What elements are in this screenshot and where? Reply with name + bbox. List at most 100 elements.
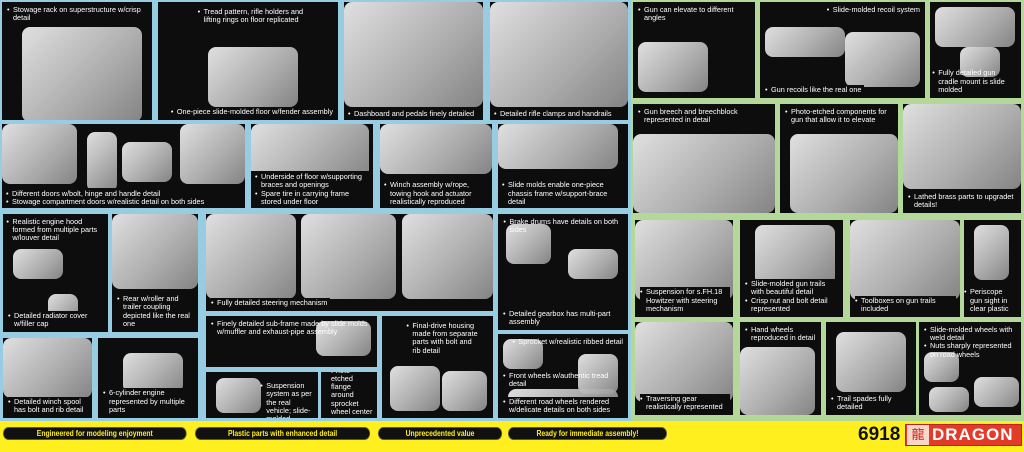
feature-bullet: One-piece slide-molded floor w/fender as… <box>171 107 333 116</box>
model-part-image <box>638 42 708 92</box>
feature-caption: Toolboxes on gun trails included <box>855 295 957 314</box>
model-part-image <box>123 353 183 393</box>
feature-bullet: Suspension system as per the real vehicl… <box>260 382 314 418</box>
feature-panel: Finely detailed sub-frame made by slide … <box>206 316 377 367</box>
feature-caption: Winch assembly w/rope, towing hook and a… <box>380 179 492 208</box>
feature-panel: Hand wheels reproduced in detail <box>740 322 821 415</box>
feature-caption: Hand wheels reproduced in detail <box>745 325 820 342</box>
feature-caption: Front wheels w/authentic tread detail <box>503 371 623 388</box>
model-part-image <box>251 124 369 179</box>
model-part-image <box>344 2 483 107</box>
feature-bullet: Toolboxes on gun trails included <box>855 296 953 313</box>
model-part-image <box>498 124 618 169</box>
feature-caption: Realistic engine hood formed from multip… <box>6 217 103 243</box>
model-part-image <box>87 132 117 192</box>
feature-caption: Sprocket w/realistic ribbed detail <box>512 337 623 346</box>
feature-bullet: Periscope gun sight in clear plastic <box>964 288 1016 313</box>
feature-bullet: Photo-etched components for gun that all… <box>785 107 894 124</box>
feature-caption: Photo-etched flange around sprocket whee… <box>321 372 377 418</box>
feature-caption: Different doors w/bolt, hinge and handle… <box>2 187 245 208</box>
model-part-image <box>180 124 245 184</box>
feature-bullet: Winch assembly w/rope, towing hook and a… <box>384 181 488 206</box>
feature-caption: Different road wheels rendered w/delicat… <box>503 396 623 415</box>
feature-caption: Slide-molded wheels with weld detailNuts… <box>924 325 1018 359</box>
model-part-image <box>490 2 628 107</box>
feature-bullet: Realistic engine hood formed from multip… <box>6 217 103 243</box>
feature-bullet: Slide molds enable one-piece chassis fra… <box>502 181 624 206</box>
feature-caption: Dashboard and pedals finely detailed <box>344 107 483 120</box>
feature-caption: Slide molds enable one-piece chassis fra… <box>498 179 628 208</box>
feature-caption: One-piece slide-molded floor w/fender as… <box>171 107 333 116</box>
feature-panel: Slide-molded recoil systemGun recoils li… <box>760 2 925 98</box>
feature-panel: Stowage rack on superstructure w/crisp d… <box>2 2 152 120</box>
brand-logo: 龍 DRAGON <box>905 424 1022 446</box>
model-part-image <box>903 104 1021 189</box>
model-part-image <box>765 27 845 57</box>
feature-panel: Fully detailed gun cradle mount is slide… <box>930 2 1021 98</box>
feature-bullet: Slide-molded gun trails with beautiful d… <box>745 279 837 296</box>
feature-panel: Tread pattern, rifle holders and lifting… <box>158 2 338 120</box>
feature-caption: Trail spades fully detailed <box>831 393 914 412</box>
feature-bullet: Gun breech and breechblock represented i… <box>638 107 769 124</box>
feature-caption: Gun breech and breechblock represented i… <box>638 107 769 124</box>
feature-panel: Fully detailed steering mechanism <box>206 214 493 311</box>
feature-panel: Periscope gun sight in clear plastic <box>964 220 1021 317</box>
feature-caption: Detailed winch spool has bolt and rib de… <box>8 396 90 415</box>
feature-bullet: Dashboard and pedals finely detailed <box>348 109 479 118</box>
feature-bullet: Crisp nut and bolt detail represented <box>745 296 837 313</box>
feature-bullet: Spare tire in carrying frame stored unde… <box>255 189 369 206</box>
feature-panel: Traversing gear realistically represente… <box>635 322 733 415</box>
feature-bullet: Photo-etched flange around sprocket whee… <box>325 372 373 416</box>
model-part-image <box>635 322 733 402</box>
feature-pill: Plastic parts with enhanced detail <box>195 427 371 440</box>
feature-panel: Slide molds enable one-piece chassis fra… <box>498 124 628 208</box>
feature-pill: Ready for immediate assembly! <box>508 427 667 440</box>
feature-panel: Sprocket w/realistic ribbed detailFront … <box>498 334 628 418</box>
feature-bullet: Different doors w/bolt, hinge and handle… <box>6 189 241 198</box>
feature-bullet: Finely detailed sub-frame made by slide … <box>211 319 368 336</box>
feature-panel: Toolboxes on gun trails included <box>850 220 960 317</box>
feature-bullet: Front wheels w/authentic tread detail <box>503 371 623 388</box>
feature-bullet: Underside of floor w/supporting braces a… <box>255 172 369 189</box>
model-part-image <box>2 124 77 184</box>
feature-panel: Final-drive housing made from separate p… <box>382 316 493 418</box>
feature-caption: Gun can elevate to different angles <box>638 5 750 22</box>
feature-bullet: Hand wheels reproduced in detail <box>745 325 820 342</box>
feature-pill: Engineered for modeling enjoyment <box>3 427 187 440</box>
feature-panel: Slide-molded wheels with weld detailNuts… <box>919 322 1021 415</box>
feature-bullet: Detailed radiator cover w/filler cap <box>8 311 102 328</box>
model-part-image <box>568 249 618 279</box>
feature-panel: Winch assembly w/rope, towing hook and a… <box>380 124 492 208</box>
feature-bullet: Slide-molded recoil system <box>827 5 920 14</box>
feature-panel: Photo-etched components for gun that all… <box>780 104 898 213</box>
feature-panel: Suspension for s.FH.18 Howitzer with ste… <box>635 220 733 317</box>
feature-caption: Lathed brass parts to upgradet details! <box>908 191 1017 210</box>
feature-bullet: Nuts sharply represented on road wheels <box>924 342 1018 359</box>
feature-panel: Detailed winch spool has bolt and rib de… <box>3 338 92 418</box>
feature-caption: Finely detailed sub-frame made by slide … <box>211 319 368 336</box>
feature-bullet: Fully detailed steering mechanism <box>211 298 327 307</box>
model-part-image <box>740 347 815 415</box>
model-part-image <box>442 371 487 411</box>
model-part-image <box>13 249 63 279</box>
model-part-image <box>755 225 835 285</box>
feature-panel: Underside of floor w/supporting braces a… <box>251 124 373 208</box>
feature-caption: 6-cylinder engine represented by multipl… <box>103 388 195 415</box>
feature-bullet: Tread pattern, rifle holders and lifting… <box>198 7 315 24</box>
model-part-image <box>301 214 396 299</box>
model-part-image <box>112 214 198 289</box>
feature-panel: Different doors w/bolt, hinge and handle… <box>2 124 245 208</box>
model-part-image <box>122 142 172 182</box>
feature-caption: Fully detailed gun cradle mount is slide… <box>932 69 1016 94</box>
feature-caption: Rear w/roller and trailer coupling depic… <box>117 294 197 329</box>
feature-bullet: Detailed gearbox has multi-part assembly <box>503 309 620 326</box>
feature-bullet: Rear w/roller and trailer coupling depic… <box>117 295 193 328</box>
brand-name: DRAGON <box>932 425 1014 444</box>
feature-bullet: Fully detailed gun cradle mount is slide… <box>932 69 1016 94</box>
feature-panel: 6-cylinder engine represented by multipl… <box>98 338 198 418</box>
feature-caption: Final-drive housing made from separate p… <box>406 321 478 355</box>
model-part-image <box>974 377 1019 407</box>
feature-panel: Detailed rifle clamps and handrails <box>490 2 628 120</box>
feature-bullet: 6-cylinder engine represented by multipl… <box>103 389 192 414</box>
feature-panel: Slide-molded gun trails with beautiful d… <box>740 220 843 317</box>
